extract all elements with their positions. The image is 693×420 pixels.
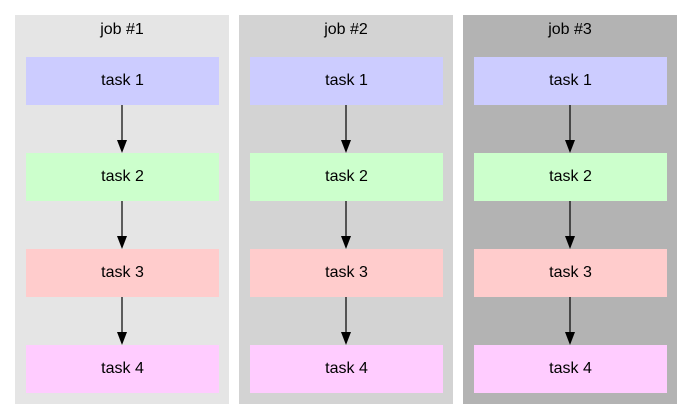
- job-cluster-1: job #1 task 1 task 2 task 3 task 4: [15, 15, 229, 404]
- edge-arrow: [565, 105, 575, 153]
- edge-arrow: [117, 105, 127, 153]
- job-title: job #1: [100, 21, 144, 38]
- task-node-2: task 2: [250, 153, 443, 201]
- task-node-3: task 3: [26, 249, 219, 297]
- edge-arrow: [341, 297, 351, 345]
- task-node-4: task 4: [26, 345, 219, 393]
- edge-arrow: [565, 297, 575, 345]
- task-node-4: task 4: [250, 345, 443, 393]
- job-title: job #3: [548, 21, 592, 38]
- task-node-2: task 2: [474, 153, 667, 201]
- job-cluster-2: job #2 task 1 task 2 task 3 task 4: [239, 15, 453, 404]
- job-cluster-3: job #3 task 1 task 2 task 3 task 4: [463, 15, 677, 404]
- task-node-3: task 3: [250, 249, 443, 297]
- edge-arrow: [117, 297, 127, 345]
- edge-arrow: [565, 201, 575, 249]
- task-node-1: task 1: [474, 57, 667, 105]
- task-node-4: task 4: [474, 345, 667, 393]
- task-node-2: task 2: [26, 153, 219, 201]
- edge-arrow: [341, 105, 351, 153]
- edge-arrow: [341, 201, 351, 249]
- task-node-3: task 3: [474, 249, 667, 297]
- edge-arrow: [117, 201, 127, 249]
- task-node-1: task 1: [26, 57, 219, 105]
- task-node-1: task 1: [250, 57, 443, 105]
- job-title: job #2: [324, 21, 368, 38]
